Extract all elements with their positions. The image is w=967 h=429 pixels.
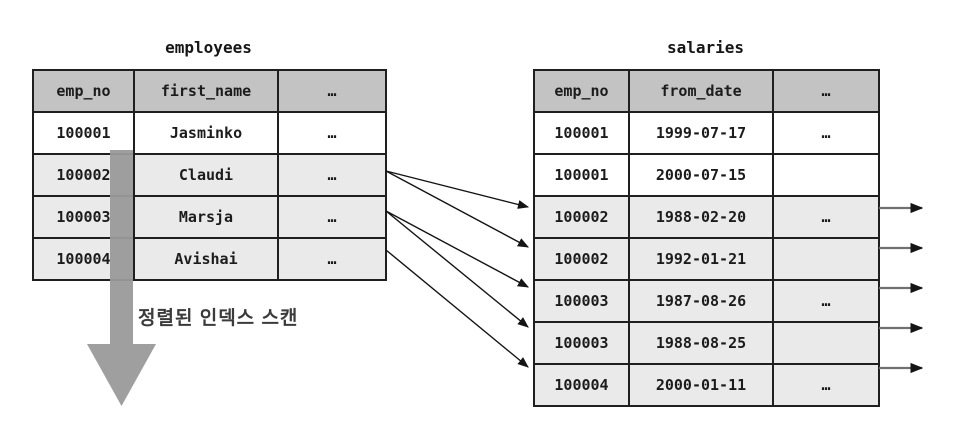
table-row: 100003 1988-08-25	[533, 321, 880, 365]
sorted-index-scan-label: 정렬된 인덱스 스캔	[138, 308, 299, 329]
salaries-table: emp_no from_date … 100001 1999-07-17 … 1…	[533, 69, 880, 407]
from-date-cell: 1988-08-25	[628, 321, 774, 365]
salaries-header-row: emp_no from_date …	[533, 69, 880, 113]
from-date-cell: 2000-01-11	[628, 363, 774, 407]
more-cell	[772, 153, 880, 197]
table-row: 100003 1987-08-26 …	[533, 279, 880, 323]
emp-no-cell: 100001	[533, 153, 630, 197]
first-name-cell: Jasminko	[133, 111, 279, 155]
join-arrow	[385, 170, 529, 248]
emp-no-cell: 100002	[533, 195, 630, 239]
emp-no-cell: 100003	[533, 279, 630, 323]
employees-header-more: …	[277, 69, 387, 113]
more-cell	[772, 237, 880, 281]
employees-table: emp_no first_name … 100001 Jasminko … 10…	[32, 69, 387, 281]
more-cell: …	[772, 363, 880, 407]
salaries-header-from-date: from_date	[628, 69, 774, 113]
more-cell: …	[772, 279, 880, 323]
employees-header-row: emp_no first_name …	[32, 69, 387, 113]
employees-table-title: employees	[165, 38, 252, 57]
employees-header-first-name: first_name	[133, 69, 279, 113]
more-cell: …	[277, 111, 387, 155]
from-date-cell: 1987-08-26	[628, 279, 774, 323]
from-date-cell: 1999-07-17	[628, 111, 774, 155]
table-row: 100002 1988-02-20 …	[533, 195, 880, 239]
emp-no-cell: 100002	[32, 153, 135, 197]
first-name-cell: Claudi	[133, 153, 279, 197]
emp-no-cell: 100004	[32, 237, 135, 281]
first-name-cell: Marsja	[133, 195, 279, 239]
from-date-cell: 1988-02-20	[628, 195, 774, 239]
emp-no-cell: 100001	[533, 111, 630, 155]
emp-no-cell: 100002	[533, 237, 630, 281]
table-row: 100001 Jasminko …	[32, 111, 387, 155]
table-row: 100002 Claudi …	[32, 153, 387, 197]
salaries-table-title: salaries	[666, 38, 745, 57]
more-cell: …	[277, 153, 387, 197]
join-arrow	[385, 210, 529, 328]
join-arrow	[385, 210, 529, 288]
table-row: 100003 Marsja …	[32, 195, 387, 239]
table-row: 100002 1992-01-21	[533, 237, 880, 281]
from-date-cell: 2000-07-15	[628, 153, 774, 197]
emp-no-cell: 100003	[533, 321, 630, 365]
table-row: 100001 2000-07-15	[533, 153, 880, 197]
more-cell: …	[277, 195, 387, 239]
join-arrow	[385, 249, 529, 368]
table-row: 100001 1999-07-17 …	[533, 111, 880, 155]
emp-no-cell: 100004	[533, 363, 630, 407]
employees-header-emp-no: emp_no	[32, 69, 135, 113]
more-cell: …	[772, 195, 880, 239]
salaries-header-more: …	[772, 69, 880, 113]
join-arrow	[385, 170, 530, 209]
more-cell: …	[772, 111, 880, 155]
emp-no-cell: 100003	[32, 195, 135, 239]
salaries-header-emp-no: emp_no	[533, 69, 630, 113]
emp-no-cell: 100001	[32, 111, 135, 155]
more-cell	[772, 321, 880, 365]
from-date-cell: 1992-01-21	[628, 237, 774, 281]
table-row: 100004 2000-01-11 …	[533, 363, 880, 407]
first-name-cell: Avishai	[133, 237, 279, 281]
table-row: 100004 Avishai …	[32, 237, 387, 281]
more-cell: …	[277, 237, 387, 281]
